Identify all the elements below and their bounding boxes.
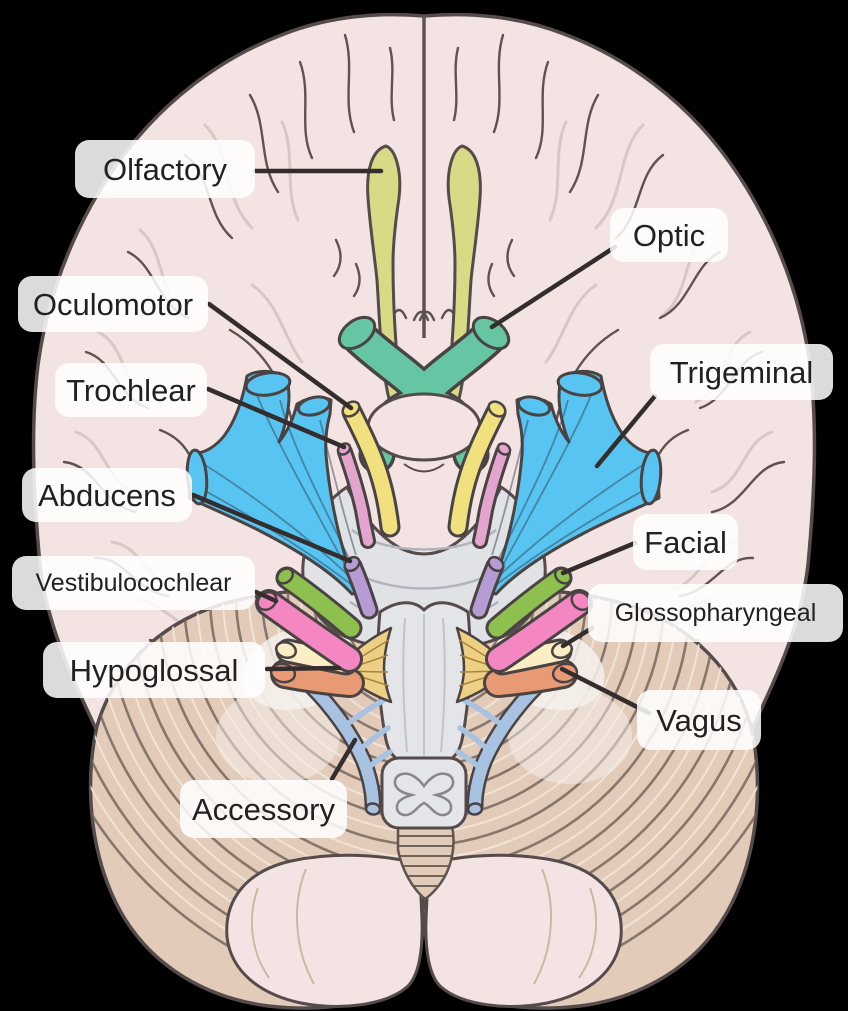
trochlear-nerve (336, 442, 376, 549)
leader-abducens (190, 492, 353, 564)
label-optic: Optic (610, 208, 728, 262)
facial-nerve (275, 566, 363, 640)
trigeminal-cut-end-inner (296, 395, 332, 417)
leader-trigeminal (594, 393, 658, 469)
label-glossopharyngeal: Glossopharyngeal (588, 584, 843, 642)
leader-vestibulocochlear (253, 589, 279, 604)
accessory-nerve (302, 677, 393, 816)
label-vagus: Vagus (637, 690, 761, 750)
label-hypoglossal: Hypoglossal (43, 642, 265, 698)
trigeminal-cut-end-upper (244, 371, 292, 397)
label-trochlear: Trochlear (55, 363, 207, 417)
oculomotor-nerve (341, 400, 401, 538)
facial-cut-end (275, 567, 295, 585)
label-facial: Facial (633, 514, 738, 570)
leader-lines (190, 168, 658, 782)
label-vestibulocochlear: Vestibulocochlear (12, 556, 255, 610)
spinal-cord-cross-section (380, 756, 468, 830)
leader-oculomotor (206, 301, 354, 411)
abducens-nerve (343, 555, 379, 620)
leader-glossopharyngeal (560, 625, 595, 649)
leader-optic (489, 244, 618, 330)
optic-cut-end-left (337, 315, 377, 351)
accessory-cut-end (364, 802, 382, 816)
label-oculomotor: Oculomotor (18, 276, 208, 332)
leader-facial (560, 540, 638, 576)
glossopharyngeal-cut-end (274, 640, 298, 660)
vermis (396, 824, 455, 901)
interpeduncular-region (366, 392, 482, 462)
label-olfactory: Olfactory (75, 140, 255, 198)
trigeminal-nerve (185, 369, 362, 596)
accessory-rootlets (347, 697, 393, 773)
mammillary-fold (403, 463, 445, 473)
label-trigeminal: Trigeminal (650, 344, 833, 400)
label-accessory: Accessory (180, 780, 347, 838)
cerebellar-tonsil-left (225, 853, 424, 1008)
leader-vagus (559, 666, 652, 716)
medulla-pyramid-lines (402, 614, 446, 758)
leader-hypoglossal (264, 665, 342, 672)
trigeminal-streaks (199, 389, 357, 586)
spinal-cord-gray-matter (393, 772, 455, 817)
leader-accessory (329, 737, 358, 782)
label-abducens: Abducens (22, 468, 192, 522)
leader-trochlear (205, 386, 347, 450)
